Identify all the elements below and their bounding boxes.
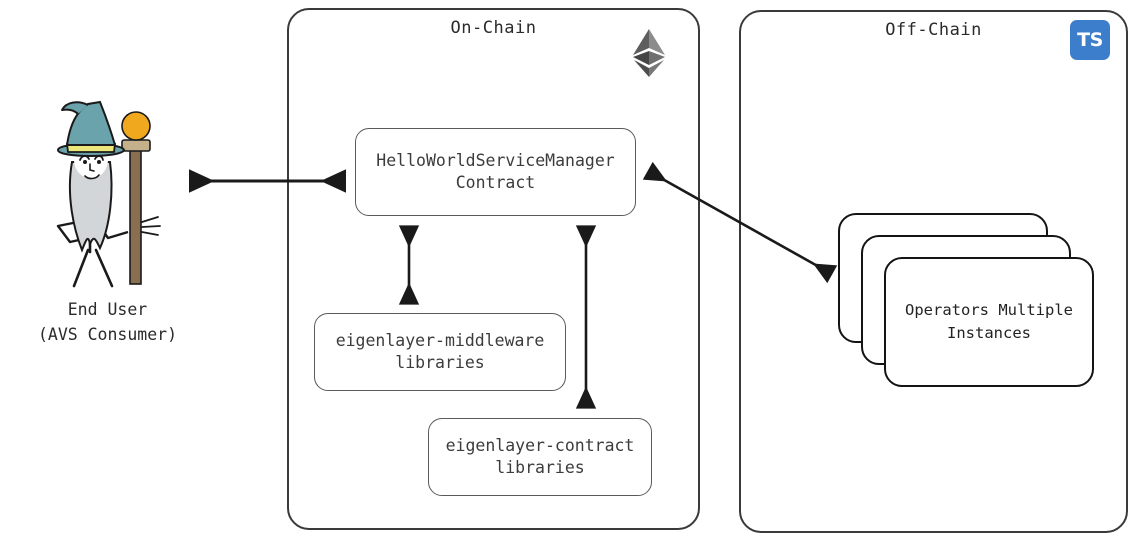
node-service-manager-line2: Contract: [455, 173, 536, 192]
operators-label-line1: Operators: [905, 300, 989, 319]
node-middleware-libraries[interactable]: eigenlayer-middleware libraries: [314, 313, 566, 391]
node-contract-libraries-line1: eigenlayer-contract: [445, 435, 635, 455]
node-contract-libraries[interactable]: eigenlayer-contract libraries: [428, 418, 652, 496]
typescript-icon-label: TS: [1077, 29, 1103, 51]
panel-off-chain-title: Off-Chain: [885, 20, 982, 40]
node-service-manager[interactable]: HelloWorldServiceManager Contract: [355, 128, 636, 216]
operators-label-line2: Multiple Instances: [947, 300, 1073, 342]
ethereum-icon: [629, 27, 669, 79]
actor-label-line2: (AVS Consumer): [37, 324, 178, 344]
actor-label-line1: End User: [67, 300, 148, 319]
actor-label: End User (AVS Consumer): [0, 298, 215, 348]
panel-on-chain-title: On-Chain: [450, 18, 537, 38]
node-middleware-libraries-line2: libraries: [395, 353, 485, 372]
operators-stack-card-front[interactable]: Operators Multiple Instances: [884, 257, 1094, 387]
node-middleware-libraries-line1: eigenlayer-middleware: [335, 330, 545, 350]
node-service-manager-line1: HelloWorldServiceManager: [376, 150, 615, 170]
wizard-avatar: [30, 100, 175, 290]
typescript-icon: TS: [1070, 20, 1110, 60]
node-contract-libraries-line2: libraries: [495, 458, 585, 477]
